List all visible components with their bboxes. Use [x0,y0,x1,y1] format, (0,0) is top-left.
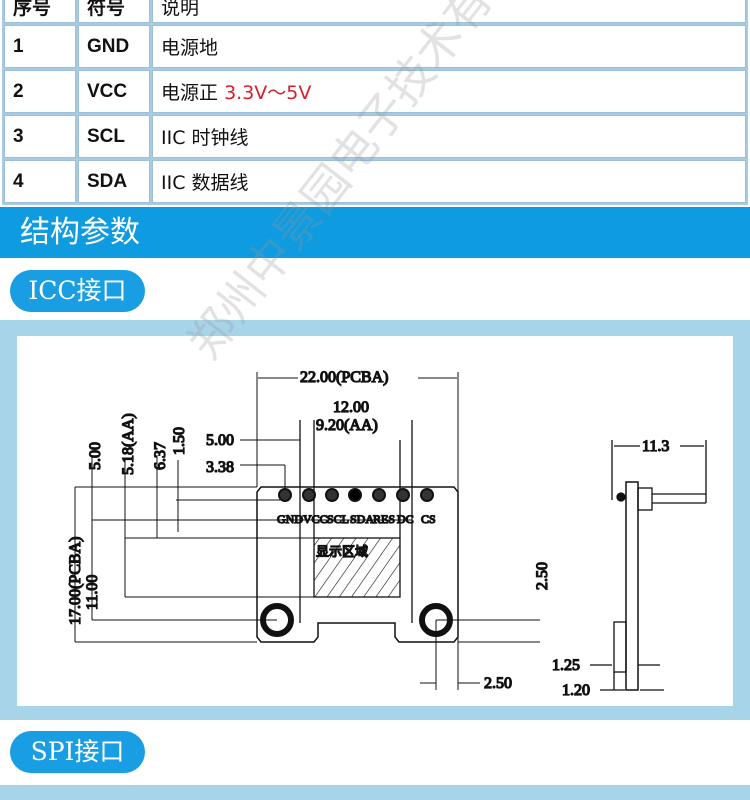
dim-2-50-vertical: 2.50 [534,562,551,590]
next-panel-edge [0,785,750,800]
pcb-side-view [590,440,707,691]
dim-3-38: 3.38 [206,459,234,476]
header-symbol: 符号 [78,0,150,23]
dimension-drawing: 22.00(PCBA) 12.00 9.20(AA) 5.00 3.38 5.0… [17,336,733,706]
dim-5-horizontal: 5.00 [206,432,234,449]
cell-desc: IIC 数据线 [152,160,746,203]
voltage-range: 3.3V～5V [224,82,312,104]
display-area [313,537,401,598]
cell-symbol: GND [78,25,150,68]
cell-desc: 电源正 3.3V～5V [152,70,746,113]
dim-1-50: 1.50 [171,427,188,455]
desc-text: 电源地 [161,37,219,59]
desc-text: IIC 数据线 [161,172,249,194]
header-no: 序号 [4,0,76,23]
section-title: 结构参数 [0,207,750,258]
dim-6-37: 6.37 [152,442,169,470]
dim-5-vertical: 5.00 [87,442,104,470]
pin-label: RES [373,512,395,526]
spi-interface-label: SPI接口 [10,731,145,773]
pin-label: SCL [327,512,349,526]
cell-symbol: VCC [78,70,150,113]
dim-pcba-height: 17.00(PCBA) [67,537,84,625]
cell-no: 1 [4,25,76,68]
pin-label: CS [421,512,436,526]
header-desc: 说明 [152,0,746,23]
dim-aa-width: 9.20(AA) [316,417,378,434]
dimension-panel: 22.00(PCBA) 12.00 9.20(AA) 5.00 3.38 5.0… [0,320,750,720]
desc-text: IIC 时钟线 [161,127,249,149]
dim-side-11-3: 11.3 [642,438,669,455]
pin-label: SDA [350,512,374,526]
dim-1-20: 1.20 [562,682,590,699]
pin-label: VCC [303,512,328,526]
pin-label: GND [277,512,303,526]
dim-2-50-horizontal: 2.50 [484,675,512,692]
pcb-front-view [256,420,459,643]
display-area-label: 显示区域 [316,544,368,559]
table-header: 序号 符号 说明 [4,0,746,23]
dim-1-25: 1.25 [552,657,580,674]
dim-aa-height: 5.18(AA) [120,413,137,475]
cell-symbol: SDA [78,160,150,203]
cell-no: 2 [4,70,76,113]
cell-no: 3 [4,115,76,158]
desc-text: 电源正 [161,82,219,104]
cell-desc: 电源地 [152,25,746,68]
icc-interface-label: ICC接口 [10,270,145,312]
dim-11: 11.00 [84,575,101,610]
dim-12: 12.00 [333,399,369,416]
dim-pcba-width: 22.00(PCBA) [300,369,388,386]
cell-symbol: SCL [78,115,150,158]
cell-desc: IIC 时钟线 [152,115,746,158]
pin-labels: GND VCC SCL SDA RES DC CS [276,511,436,526]
cell-no: 4 [4,160,76,203]
pin-label: DC [397,512,414,526]
